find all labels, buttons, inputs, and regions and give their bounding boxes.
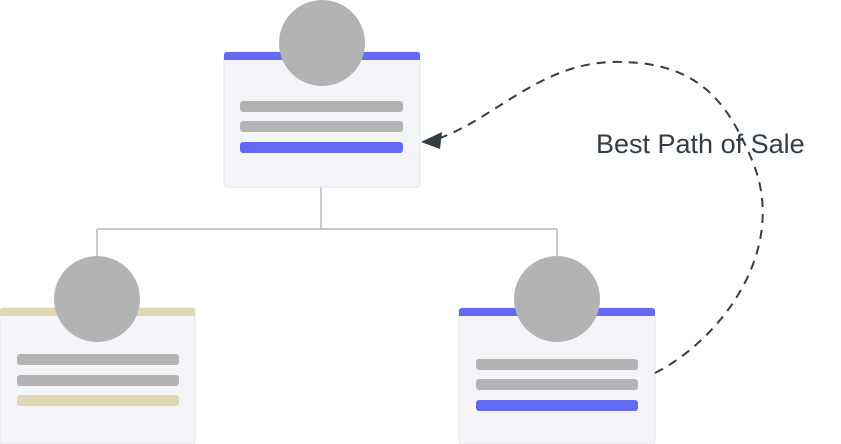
card-bottom-left-line-3: [17, 395, 179, 406]
card-top-line-1: [240, 101, 403, 112]
best-path-dashed-curve: [439, 60, 764, 374]
best-path-arrowhead: [421, 132, 442, 149]
card-bottom-left-line-2: [17, 375, 179, 386]
card-top-avatar: [279, 0, 365, 86]
card-bottom-right-avatar: [514, 256, 600, 342]
best-path-label: Best Path of Sale: [596, 129, 805, 159]
card-top: [223, 0, 421, 188]
card-top-line-2: [240, 121, 403, 132]
card-bottom-left-avatar: [54, 256, 140, 342]
card-bottom-right-line-2: [476, 379, 638, 390]
card-top-line-3: [240, 142, 403, 153]
card-bottom-left-line-1: [17, 354, 179, 365]
best-path-arrow: [421, 60, 764, 374]
card-bottom-right-line-1: [476, 359, 638, 370]
card-bottom-right: [458, 256, 656, 444]
card-bottom-right-line-3: [476, 400, 638, 411]
tree-connectors: [96, 187, 558, 258]
card-bottom-left: [0, 256, 196, 444]
